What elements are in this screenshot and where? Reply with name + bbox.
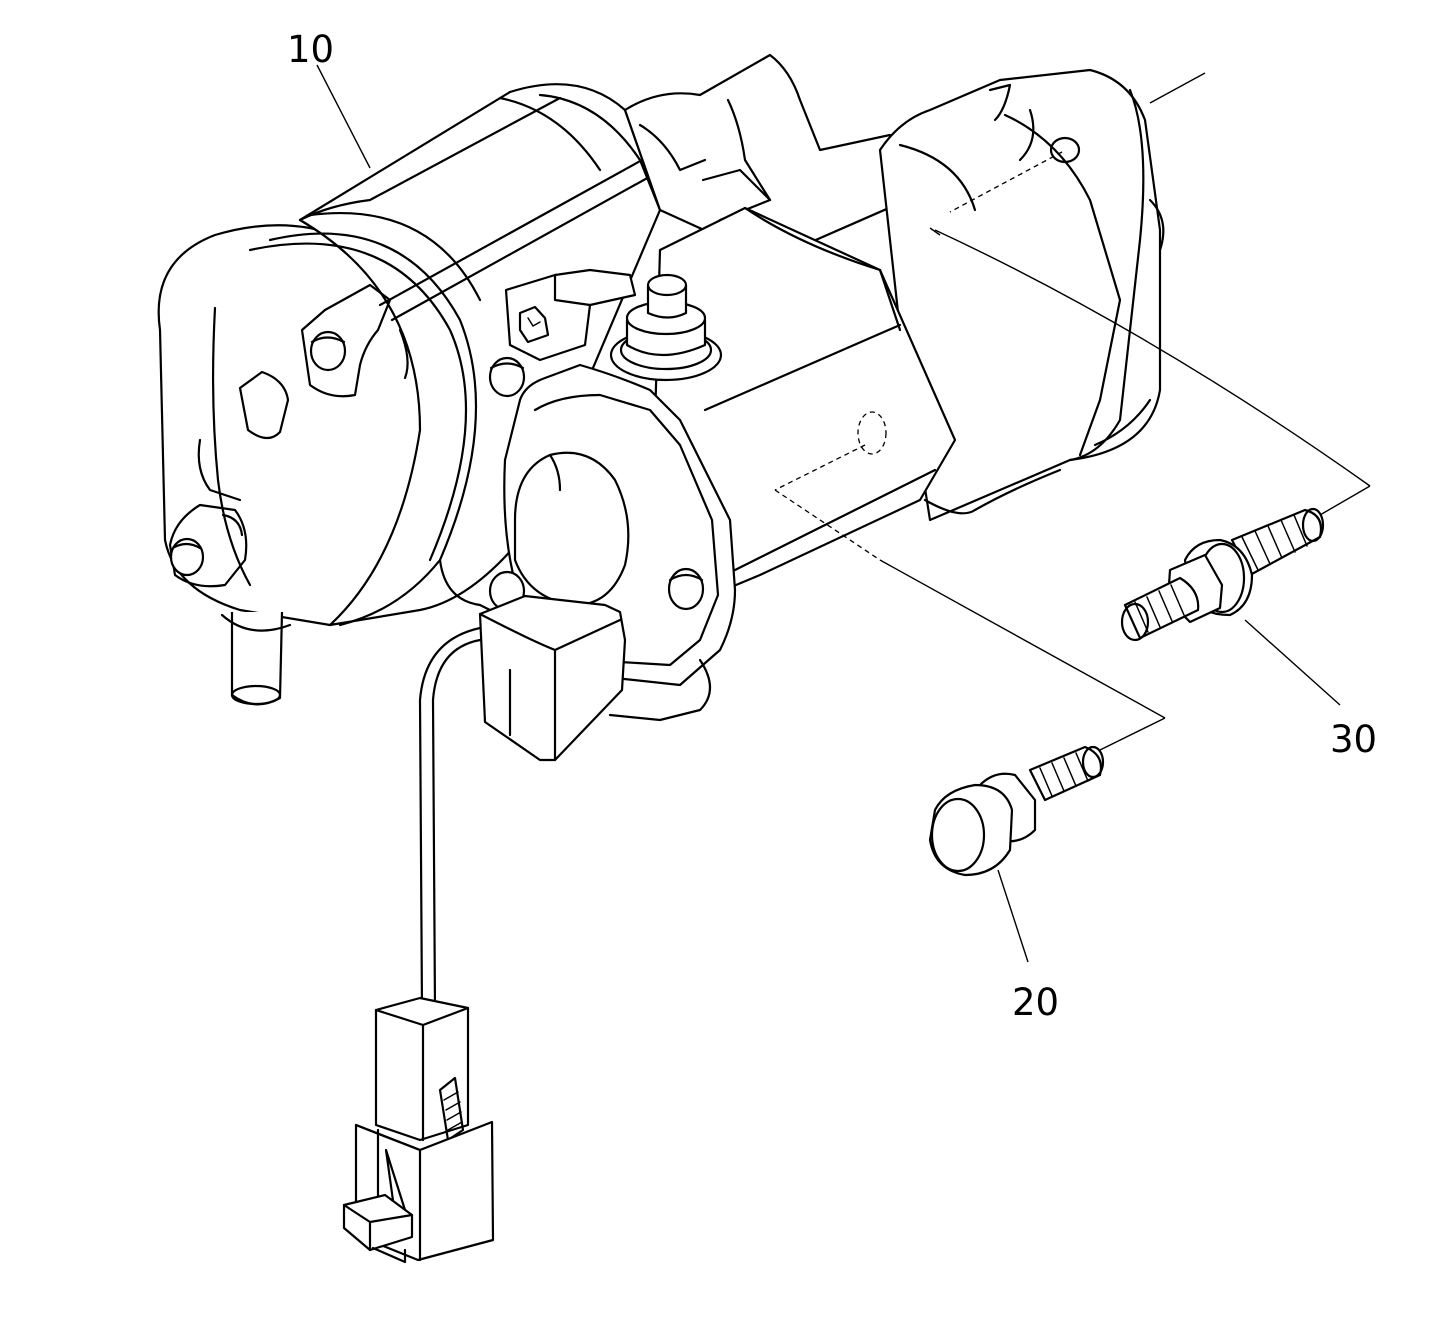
leader-lines	[316, 64, 1371, 963]
harness-lead-drawing	[342, 594, 627, 1264]
stud-bolt-drawing	[928, 717, 1166, 877]
callout-number-10: 10	[287, 28, 334, 71]
callout-number-20: 20	[1012, 981, 1059, 1024]
flange-bolt-drawing	[1120, 485, 1371, 642]
starter-motor-drawing	[157, 53, 1165, 722]
callout-number-30: 30	[1330, 718, 1377, 761]
